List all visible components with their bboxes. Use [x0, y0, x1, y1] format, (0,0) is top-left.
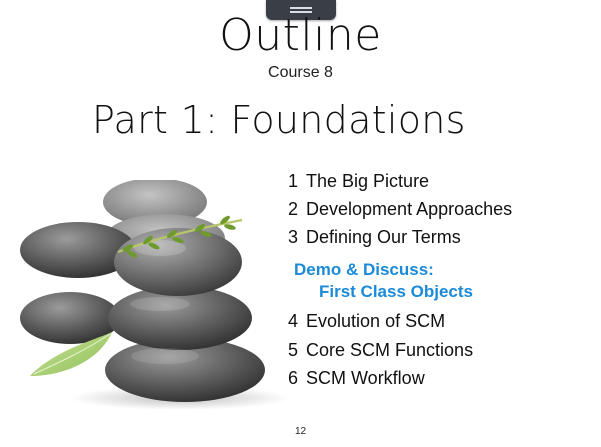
stack-stone-bottom: [105, 338, 265, 402]
agenda-item-number: 2: [288, 199, 299, 219]
left-stone-lower: [20, 292, 120, 344]
agenda-item-number: 4: [288, 311, 299, 331]
agenda-item-label: Evolution of SCM: [306, 311, 446, 331]
agenda-item: 1 The Big Picture: [288, 171, 429, 192]
demo-topic: First Class Objects: [319, 282, 474, 301]
agenda-item: 6 SCM Workflow: [288, 368, 425, 389]
agenda-item: 4 Evolution of SCM: [288, 311, 445, 332]
zen-stones-illustration: [20, 180, 290, 410]
menu-handle-icon[interactable]: [266, 0, 336, 20]
slide-title: Outline: [219, 10, 382, 61]
demo-heading: Demo & Discuss:: [294, 260, 434, 279]
agenda-item-label: Development Approaches: [306, 199, 513, 219]
agenda-item-number: 5: [288, 340, 299, 360]
green-leaf: [30, 332, 112, 376]
stack-stone-middle: [108, 286, 252, 350]
agenda-item-label: Core SCM Functions: [306, 340, 474, 360]
agenda-item: 2 Development Approaches: [288, 199, 512, 220]
agenda-item-label: The Big Picture: [306, 171, 430, 191]
page-number: 12: [294, 426, 307, 437]
agenda-item-number: 6: [288, 368, 299, 388]
agenda-item-label: SCM Workflow: [306, 368, 425, 388]
left-stone-upper: [20, 222, 136, 278]
agenda-item-number: 3: [288, 227, 299, 247]
agenda-item-label: Defining Our Terms: [306, 227, 461, 247]
slide-subtitle: Course 8: [268, 64, 333, 81]
part-heading: Part 1: Foundations: [92, 98, 466, 142]
agenda-item: 5 Core SCM Functions: [288, 340, 473, 361]
agenda-item: 3 Defining Our Terms: [288, 227, 461, 248]
stack-stone-top: [114, 228, 242, 296]
back-stone-top: [103, 180, 207, 226]
agenda-item-number: 1: [288, 171, 299, 191]
